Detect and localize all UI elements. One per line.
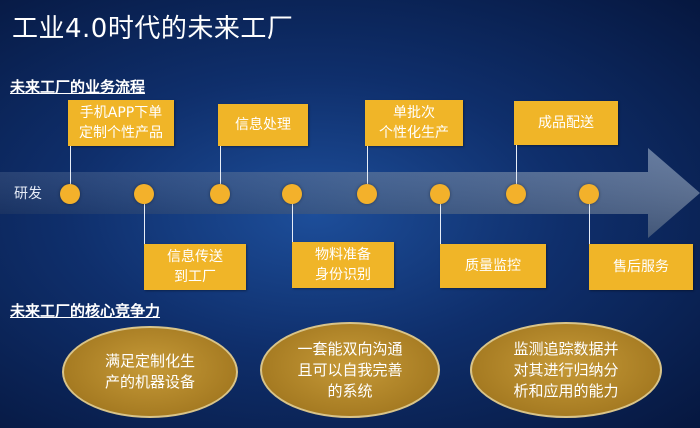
core-heading: 未来工厂的核心竞争力 (10, 302, 161, 320)
connector-line (440, 194, 441, 244)
step-box-delivery: 成品配送 (514, 101, 618, 145)
timeline-dot (60, 184, 80, 204)
page-title: 工业4.0时代的未来工厂 (12, 14, 294, 44)
timeline-dot (579, 184, 599, 204)
start-label: 研发 (14, 186, 42, 202)
capability-machines: 满足定制化生 产的机器设备 (62, 326, 238, 418)
capability-data-analysis: 监测追踪数据并 对其进行归纳分 析和应用的能力 (470, 322, 662, 418)
step-box-info-processing: 信息处理 (218, 104, 308, 146)
connector-line (589, 194, 590, 244)
timeline-dot (210, 184, 230, 204)
timeline-dot (506, 184, 526, 204)
connector-line (292, 194, 293, 242)
connector-line (144, 194, 145, 244)
timeline-dot (430, 184, 450, 204)
step-box-quality: 质量监控 (440, 244, 546, 288)
timeline-dot (134, 184, 154, 204)
timeline-arrow (0, 148, 700, 238)
connector-line (70, 146, 71, 194)
step-box-order: 手机APP下单 定制个性产品 (68, 100, 174, 146)
process-heading: 未来工厂的业务流程 (10, 78, 146, 96)
capability-system: 一套能双向沟通 且可以自我完善 的系统 (260, 322, 440, 418)
step-box-production: 单批次 个性化生产 (365, 100, 463, 146)
step-box-after-sales: 售后服务 (589, 244, 693, 290)
connector-line (220, 146, 221, 194)
step-box-material-prep: 物料准备 身份识别 (292, 242, 394, 288)
step-box-transmission: 信息传送 到工厂 (144, 244, 246, 290)
connector-line (367, 146, 368, 194)
timeline-dot (357, 184, 377, 204)
connector-line (516, 145, 517, 194)
timeline-dot (282, 184, 302, 204)
